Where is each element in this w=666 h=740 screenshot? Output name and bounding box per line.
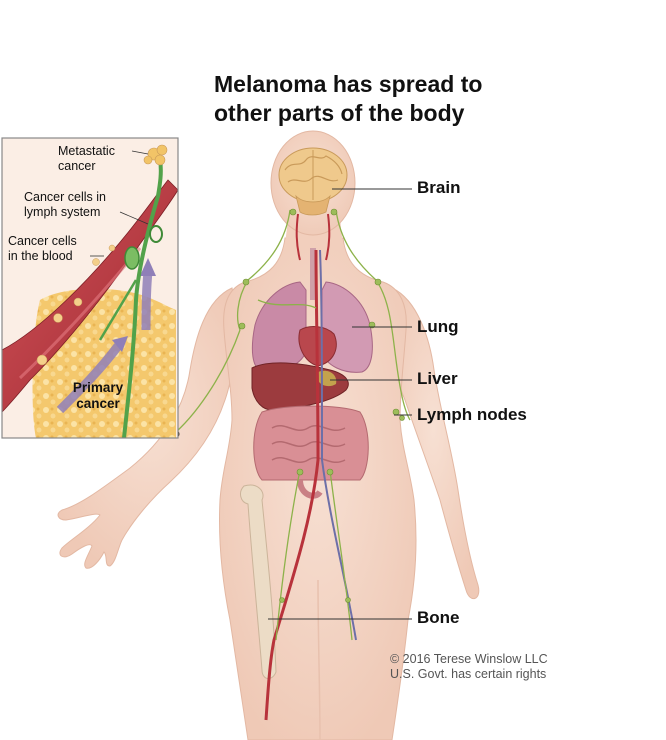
lymph-line-2: lymph system (24, 205, 101, 219)
label-bone: Bone (417, 608, 460, 627)
metastatic-line-2: cancer (58, 159, 96, 173)
label-metastatic-cancer: Metastatic cancer (58, 144, 115, 174)
copyright-notice: © 2016 Terese Winslow LLC U.S. Govt. has… (390, 652, 548, 682)
blood-line-2: in the blood (8, 249, 73, 263)
lymph-line-1: Cancer cells in (24, 190, 106, 204)
leader-lines (268, 188, 412, 620)
brain (278, 147, 348, 216)
label-cancer-cells-blood: Cancer cells in the blood (8, 234, 77, 264)
metastatic-line-1: Metastatic (58, 144, 115, 158)
intestines (253, 405, 369, 499)
label-brain: Brain (417, 178, 461, 197)
primary-line-1: Primary (72, 380, 124, 395)
label-lymph-nodes: Lymph nodes (417, 405, 527, 424)
title-line-2: other parts of the body (214, 100, 465, 126)
copyright-line-2: U.S. Govt. has certain rights (390, 667, 547, 681)
page-title: Melanoma has spread to other parts of th… (214, 70, 554, 128)
copyright-line-1: © 2016 Terese Winslow LLC (390, 652, 548, 666)
label-primary-cancer: Primary cancer (60, 380, 136, 412)
title-line-1: Melanoma has spread to (214, 71, 483, 97)
inset-panel (1, 137, 179, 439)
lymph-nodes (238, 208, 405, 603)
label-liver: Liver (417, 369, 458, 388)
blood-line-1: Cancer cells (8, 234, 77, 248)
primary-line-2: cancer (76, 396, 120, 411)
label-lung: Lung (417, 317, 459, 336)
label-cancer-cells-lymph: Cancer cells in lymph system (24, 190, 106, 220)
